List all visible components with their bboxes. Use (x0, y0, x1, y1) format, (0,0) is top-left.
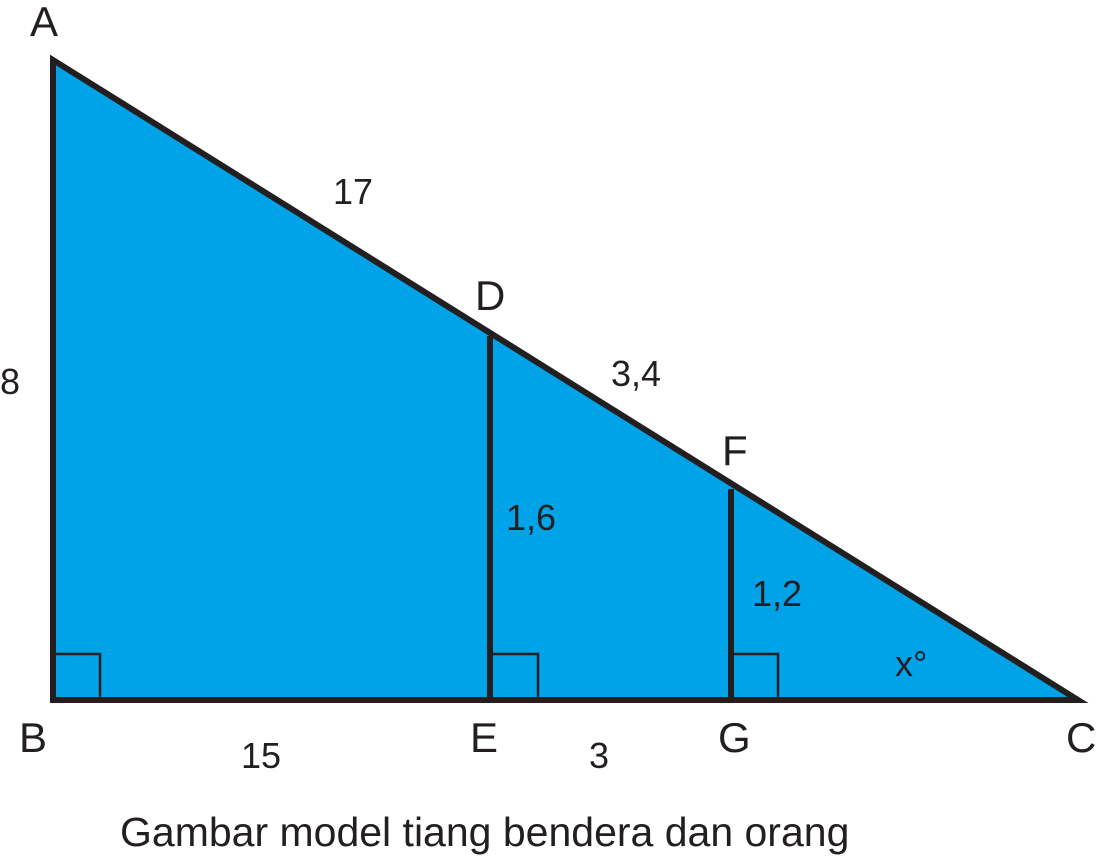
vertex-label-b: B (19, 714, 47, 761)
vertex-label-g: G (718, 714, 751, 761)
vertex-label-c: C (1066, 714, 1096, 761)
measure-be: 15 (241, 735, 281, 776)
measure-fg: 1,2 (752, 573, 802, 614)
diagram-caption: Gambar model tiang bendera dan orang (120, 809, 849, 855)
measure-de: 1,6 (506, 497, 556, 538)
right-angle-marker-e (493, 652, 540, 697)
vertex-label-a: A (30, 0, 58, 45)
measure-ad: 17 (333, 171, 373, 212)
vertex-label-f: F (722, 427, 748, 474)
right-angle-marker-b (56, 652, 102, 697)
measure-eg: 3 (589, 735, 609, 776)
angle-c-label: x° (895, 643, 927, 684)
vertex-label-d: D (475, 272, 505, 319)
right-angle-marker-g (734, 652, 780, 697)
vertex-label-e: E (470, 714, 498, 761)
measure-df: 3,4 (611, 353, 661, 394)
triangle-abc (50, 54, 1089, 703)
measure-ab: 8 (0, 361, 20, 402)
